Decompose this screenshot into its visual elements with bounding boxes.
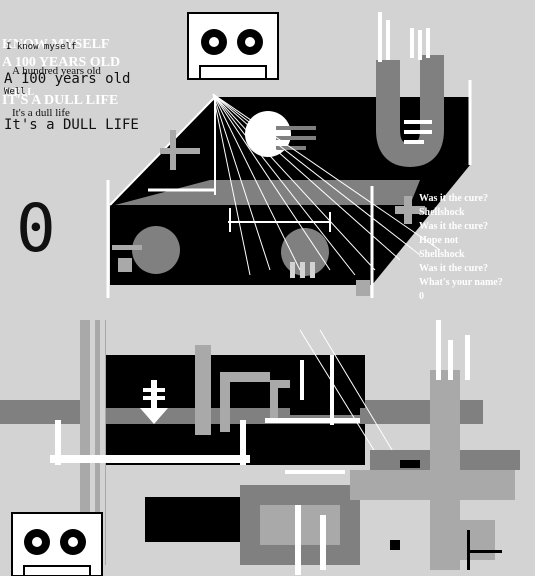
side-line: Was it the cure? [419, 221, 488, 232]
header-line: A 100 years old [4, 71, 131, 87]
side-line: Hope not [419, 235, 459, 246]
side-line: 0 [419, 291, 424, 302]
header-line: KNOW MYSELF [2, 37, 110, 52]
down-arrow-icon [140, 380, 168, 424]
side-line: Shellshock [419, 207, 465, 218]
header-line: A hundred years old [12, 65, 101, 77]
header-line: It's a dull life [12, 107, 70, 119]
side-line: Shellshock [419, 249, 465, 260]
header-line: It's a DULL LIFE [4, 117, 139, 133]
side-line: What's your name? [419, 277, 503, 288]
cassette-icon [11, 512, 103, 576]
header-line: WELL [4, 87, 35, 98]
cassette-icon [187, 12, 279, 80]
lower-composition [0, 318, 520, 575]
side-line: Was it the cure? [419, 263, 488, 274]
header-line: A 100 YEARS OLD [2, 55, 121, 70]
side-line: Was it the cure? [419, 193, 488, 204]
gray-hook [376, 12, 444, 224]
header-line: Well [4, 87, 26, 97]
header-line: IT'S A DULL LIFE [2, 93, 119, 108]
zero-label: 0 [16, 190, 56, 267]
header-line: I know myself [6, 42, 77, 52]
upper-box [106, 80, 472, 298]
